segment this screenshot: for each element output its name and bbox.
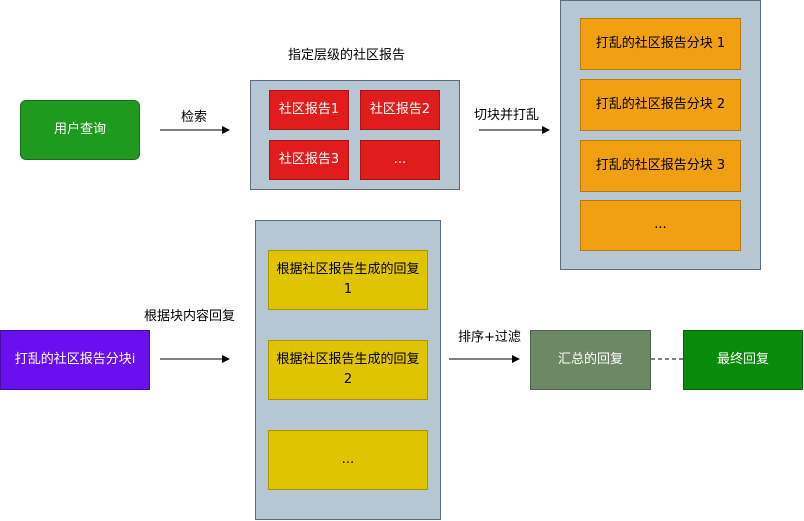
community-report-1: 社区报告1: [269, 90, 349, 130]
sort-filter-label: 排序+过滤: [458, 330, 521, 345]
community-report-more: ...: [360, 140, 440, 180]
community-report-3: 社区报告3: [269, 140, 349, 180]
shuffled-chunk-2: 打乱的社区报告分块 2: [580, 79, 741, 131]
shuffled-chunk-1: 打乱的社区报告分块 1: [580, 18, 741, 70]
community-report-2: 社区报告2: [360, 90, 440, 130]
selected-level-reports-title: 指定层级的社区报告: [288, 48, 406, 63]
final-reply-node: 最终回复: [683, 330, 803, 390]
retrieve-label: 检索: [181, 110, 208, 125]
shuffled-chunk-3: 打乱的社区报告分块 3: [580, 140, 741, 192]
generated-reply-more: ...: [268, 430, 428, 490]
generated-reply-2: 根据社区报告生成的回复 2: [268, 340, 428, 400]
generated-reply-1: 根据社区报告生成的回复 1: [268, 250, 428, 310]
reply-by-chunk-label: 根据块内容回复: [144, 309, 236, 324]
shuffled-chunk-more: ...: [580, 200, 741, 251]
aggregated-reply-node: 汇总的回复: [530, 330, 651, 390]
chunk-shuffle-label: 切块并打乱: [474, 108, 540, 123]
user-query-node: 用户查询: [20, 100, 140, 160]
shuffled-chunk-i-node: 打乱的社区报告分块i: [0, 330, 150, 390]
